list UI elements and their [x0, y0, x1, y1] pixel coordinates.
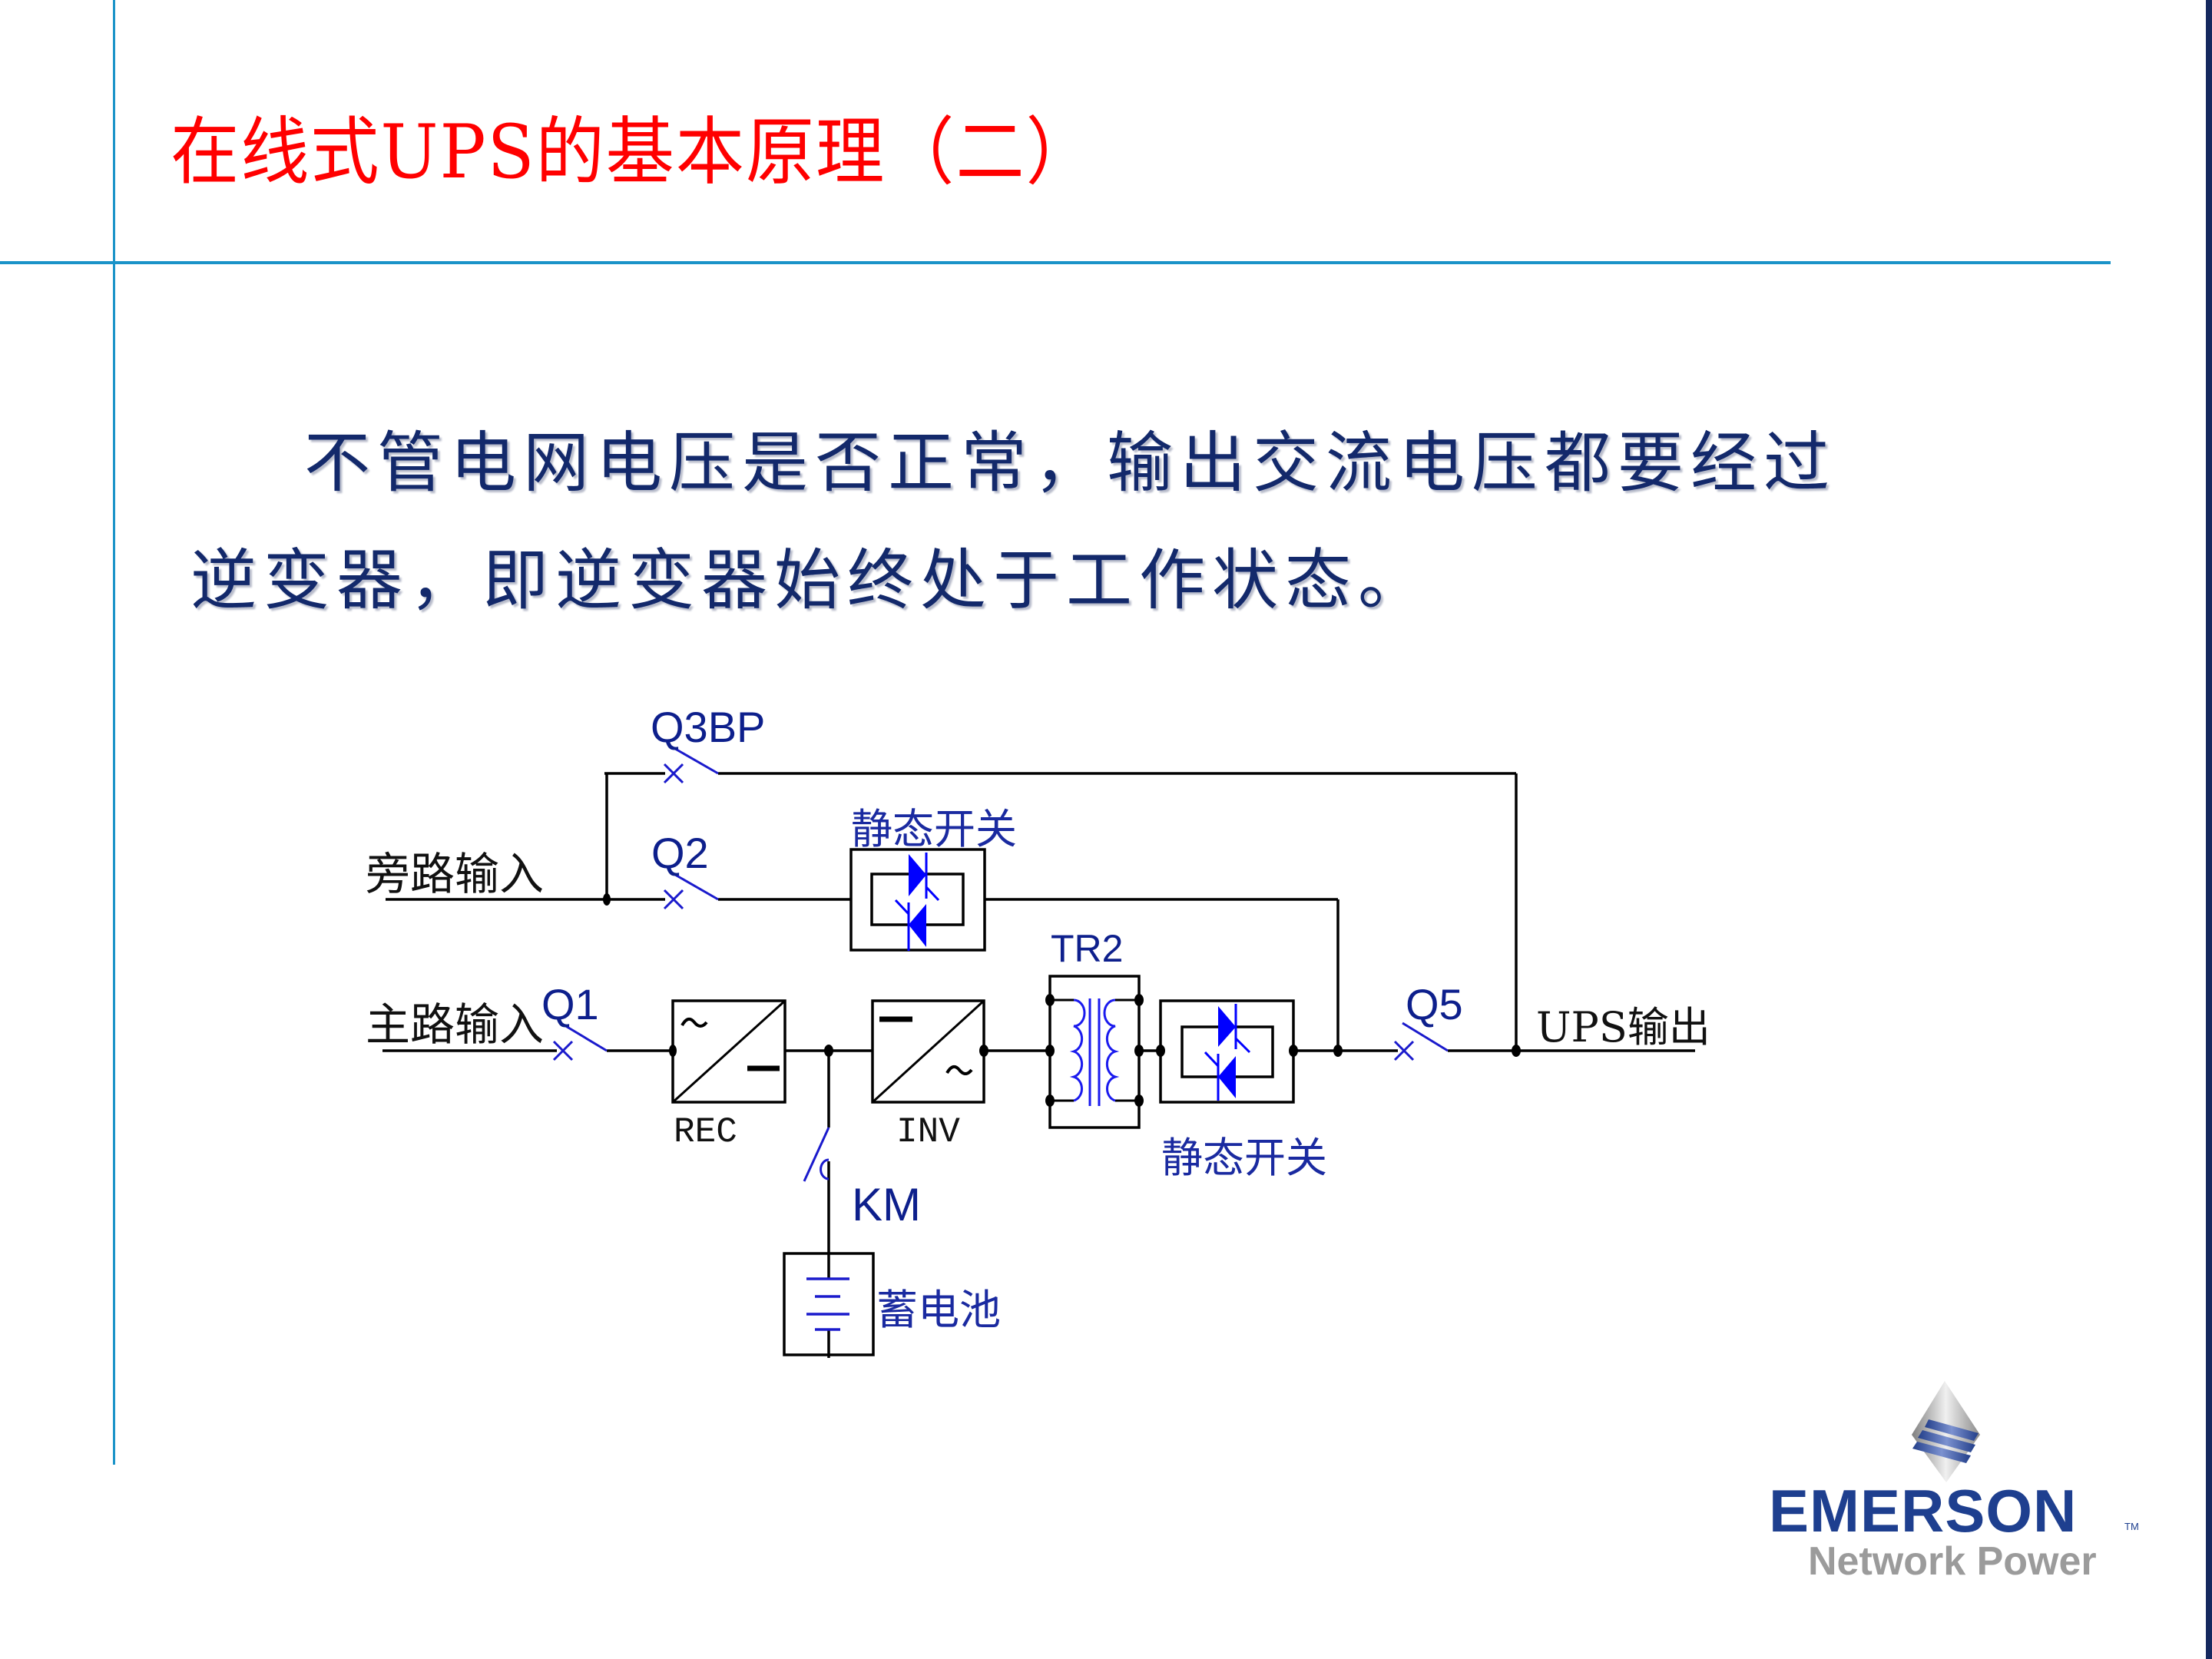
label-static-switch-bypass: 静态开关 [851, 805, 1017, 853]
emerson-wordmark: EMERSON [1769, 1477, 2078, 1545]
inverter-block [871, 999, 985, 1104]
label-bypass-input: 旁路输入 [366, 848, 544, 900]
static-switch-bypass [849, 848, 986, 952]
label-q3bp: Q3BP [651, 703, 765, 751]
label-battery: 蓄电池 [876, 1286, 1001, 1334]
label-inv: INV [896, 1112, 960, 1152]
left-accent-line [113, 0, 115, 1465]
breaker-q2 [663, 871, 719, 910]
static-switch-inverter [1159, 999, 1295, 1104]
contactor-km [803, 1127, 830, 1182]
slide-title: 在线式UPS的基本原理（二） [171, 109, 1096, 195]
label-static-switch-inverter: 静态开关 [1161, 1134, 1327, 1182]
network-power-subtitle: Network Power [1808, 1539, 2097, 1584]
battery-block [783, 1252, 875, 1356]
emerson-logo-mark [1912, 1381, 1980, 1482]
label-q1: Q1 [541, 980, 599, 1028]
transformer-tr2 [1048, 975, 1141, 1129]
label-q5: Q5 [1406, 980, 1463, 1028]
label-km: KM [852, 1179, 921, 1230]
label-main-input: 主路输入 [366, 998, 544, 1051]
label-rec: REC [674, 1112, 737, 1152]
right-edge-bar [2206, 0, 2212, 1659]
breaker-q1 [552, 1022, 608, 1061]
breaker-q3bp [663, 745, 719, 784]
trademark-symbol: TM [2124, 1521, 2139, 1532]
breaker-q5 [1393, 1022, 1449, 1061]
wires [382, 772, 1695, 1358]
title-underline [0, 261, 2111, 264]
body-text-line-1: 不管电网电压是否正常，输出交流电压都要经过 [304, 425, 1836, 502]
label-q2: Q2 [651, 829, 709, 877]
label-tr2: TR2 [1051, 927, 1123, 970]
rectifier-block [671, 999, 786, 1104]
body-text-line-2: 逆变器，即逆变器始终处于工作状态。 [190, 542, 1431, 619]
label-ups-output: UPS输出 [1536, 1003, 1710, 1051]
